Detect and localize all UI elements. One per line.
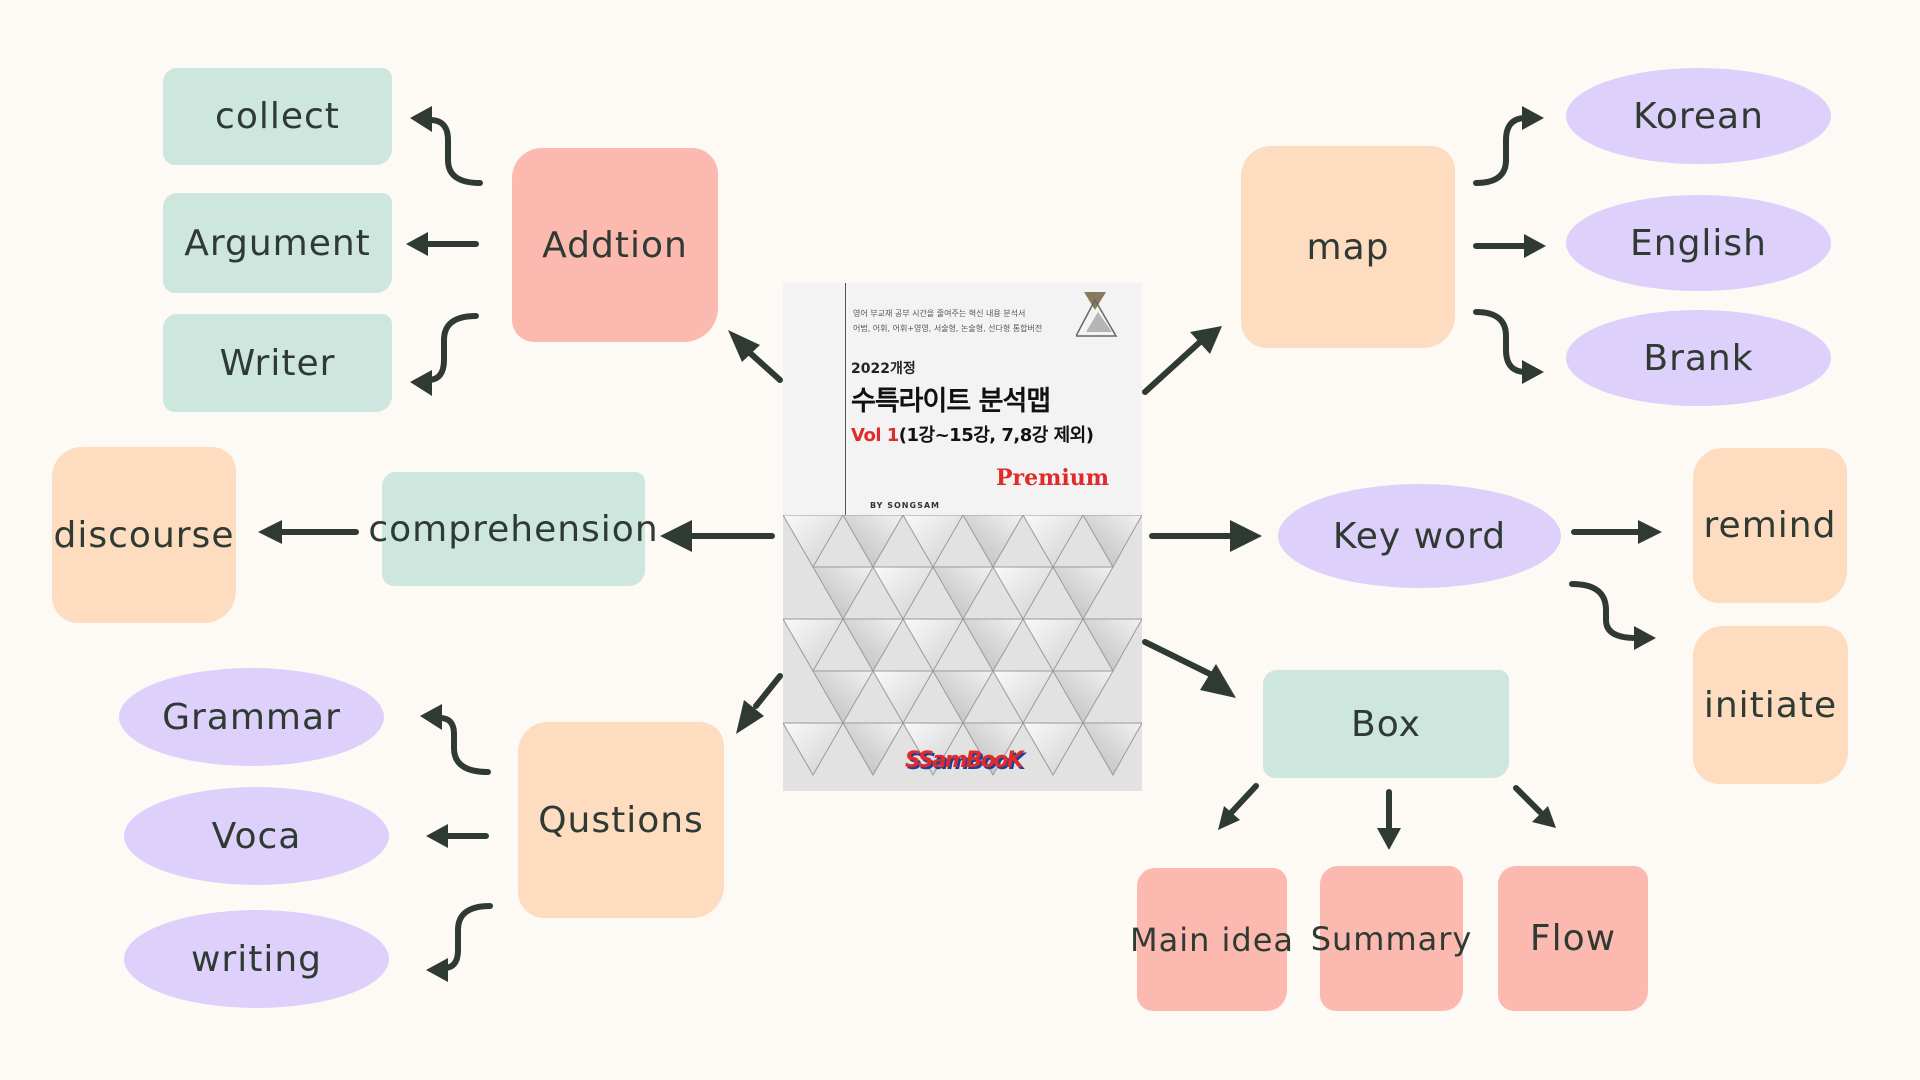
arrow-addition-to-argument-head [406, 232, 428, 256]
node-comprehension[interactable]: comprehension [368, 472, 658, 586]
arrow-center-to-questions-head [736, 700, 764, 734]
arrow-center-to-questions [753, 673, 783, 709]
arrow-map-to-brank [1473, 309, 1529, 375]
arrow-center-to-keyword-head [1230, 520, 1262, 552]
arrow-questions-to-writing [441, 903, 493, 971]
node-flow[interactable]: Flow [1498, 866, 1648, 1011]
node-writer[interactable]: Writer [163, 314, 392, 412]
cover-subtitle-line1: 영어 부교재 공부 시간을 줄여주는 혁신 내용 분석서 [853, 309, 1026, 318]
node-writing[interactable]: writing [124, 910, 389, 1008]
arrow-map-to-brank-head [1522, 360, 1544, 384]
cover-year: 2022개정 [851, 361, 916, 377]
node-collect[interactable]: collect [163, 68, 392, 165]
arrow-questions-to-voca-head [426, 824, 448, 848]
arrow-map-to-korean-head [1522, 106, 1544, 130]
arrow-center-to-addition-head [728, 330, 760, 362]
node-addition[interactable]: Addtion [512, 148, 718, 342]
arrow-questions-to-grammar-head [420, 704, 442, 730]
arrow-box-to-mainidea-head [1218, 806, 1240, 830]
arrow-box-to-flow [1513, 785, 1543, 815]
arrow-center-to-map-head [1190, 326, 1222, 354]
node-english[interactable]: English [1566, 195, 1831, 291]
cover-header [783, 283, 1142, 515]
arrow-box-to-mainidea [1227, 783, 1259, 817]
arrow-keyword-to-remind-head [1638, 520, 1662, 544]
arrow-comprehension-to-discourse-head [258, 520, 282, 544]
node-main-idea[interactable]: Main idea [1130, 868, 1293, 1011]
arrow-center-to-comprehension-head [660, 520, 692, 552]
arrow-questions-to-writing-head [426, 958, 448, 982]
arrow-center-to-map [1142, 339, 1203, 395]
node-voca[interactable]: Voca [124, 787, 389, 885]
arrow-addition-to-collect-head [410, 106, 432, 132]
arrow-box-to-summary-head [1377, 828, 1401, 850]
node-korean[interactable]: Korean [1566, 68, 1831, 164]
cover-title: 수특라이트 분석맵 [851, 386, 1051, 417]
cover-premium: Premium [996, 465, 1110, 491]
cover-triangle-pattern [783, 515, 1142, 791]
arrow-keyword-to-initiate [1569, 581, 1639, 641]
cover-subtitle: 영어 부교재 공부 시간을 줄여주는 혁신 내용 분석서 어법, 어휘, 어휘+… [853, 306, 1063, 336]
arrow-map-to-korean [1473, 115, 1529, 186]
arrow-center-to-box [1142, 639, 1213, 677]
arrow-questions-to-grammar [437, 715, 491, 775]
cover-volume-range: (1강~15강, 7,8강 제외) [898, 425, 1094, 446]
cover-divider [845, 283, 846, 515]
node-map[interactable]: map [1241, 146, 1455, 348]
cover-volume-number: Vol 1 [851, 425, 899, 446]
arrow-addition-to-writer [425, 313, 479, 383]
node-grammar[interactable]: Grammar [119, 668, 384, 766]
node-initiate[interactable]: initiate [1693, 626, 1848, 784]
node-brank[interactable]: Brank [1566, 310, 1831, 406]
arrow-center-to-box-head [1200, 664, 1236, 698]
cover-volume: Vol 1(1강~15강, 7,8강 제외) [851, 421, 1094, 447]
node-argument[interactable]: Argument [163, 193, 392, 293]
arrow-addition-to-writer-head [410, 370, 432, 396]
book-cover: 영어 부교재 공부 시간을 줄여주는 혁신 내용 분석서 어법, 어휘, 어휘+… [783, 283, 1142, 791]
node-summary[interactable]: Summary [1311, 866, 1471, 1011]
arrow-box-to-flow-head [1532, 806, 1556, 828]
node-remind[interactable]: remind [1693, 448, 1847, 603]
node-keyword[interactable]: Key word [1278, 484, 1561, 588]
cover-subtitle-line2: 어법, 어휘, 어휘+영영, 서술형, 논술형, 선다형 통합버전 [853, 324, 1043, 333]
cover-brand-logo: SSamBooK [905, 748, 1024, 773]
arrow-keyword-to-initiate-head [1634, 626, 1656, 650]
arrow-addition-to-collect [427, 117, 483, 186]
triangle-logo-icon [1076, 292, 1118, 337]
cover-author: BY SONGSAM [870, 501, 940, 510]
node-discourse[interactable]: discourse [52, 447, 236, 623]
node-questions[interactable]: Qustions [518, 722, 724, 918]
node-box[interactable]: Box [1263, 670, 1509, 778]
arrow-map-to-english-head [1524, 234, 1546, 258]
